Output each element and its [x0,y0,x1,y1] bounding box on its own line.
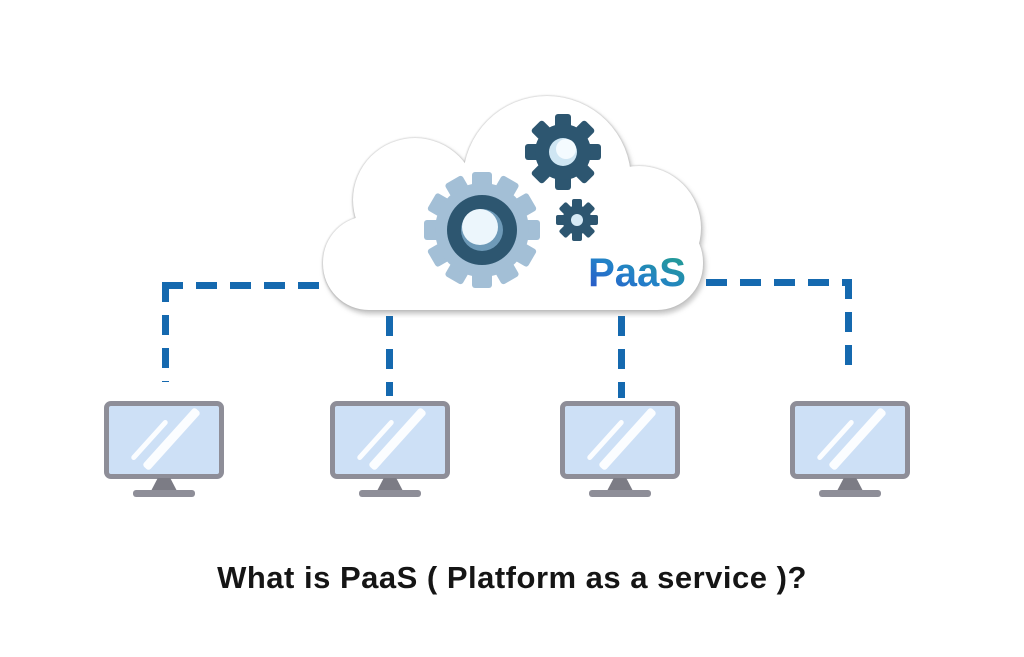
client-monitor-icon-2 [330,401,450,499]
monitor-stand-neck [837,478,863,491]
connector-monitor2-vertical [386,316,393,396]
monitor-screen [104,401,224,479]
monitor-screen [790,401,910,479]
monitor-stand-base [133,490,195,497]
monitor-screen [330,401,450,479]
client-monitor-icon-3 [560,401,680,499]
connector-left-vertical [162,282,169,382]
caption-title: What is PaaS ( Platform as a service )? [217,560,807,595]
client-monitor-icon-1 [104,401,224,499]
monitor-stand-neck [377,478,403,491]
paas-cloud-icon: PaaS [323,96,703,310]
connector-right-vertical [845,279,852,377]
monitor-stand-neck [151,478,177,491]
monitor-stand-base [359,490,421,497]
gear-top-icon [525,114,601,190]
paas-label: PaaS [588,251,686,295]
monitor-screen [560,401,680,479]
gear-small-icon [556,199,598,241]
connector-right-horizontal [706,279,852,286]
client-monitor-icon-4 [790,401,910,499]
connector-left-horizontal [162,282,334,289]
monitor-stand-base [589,490,651,497]
connector-monitor3-vertical [618,316,625,398]
monitor-stand-base [819,490,881,497]
gear-large-icon [424,172,540,288]
monitor-stand-neck [607,478,633,491]
